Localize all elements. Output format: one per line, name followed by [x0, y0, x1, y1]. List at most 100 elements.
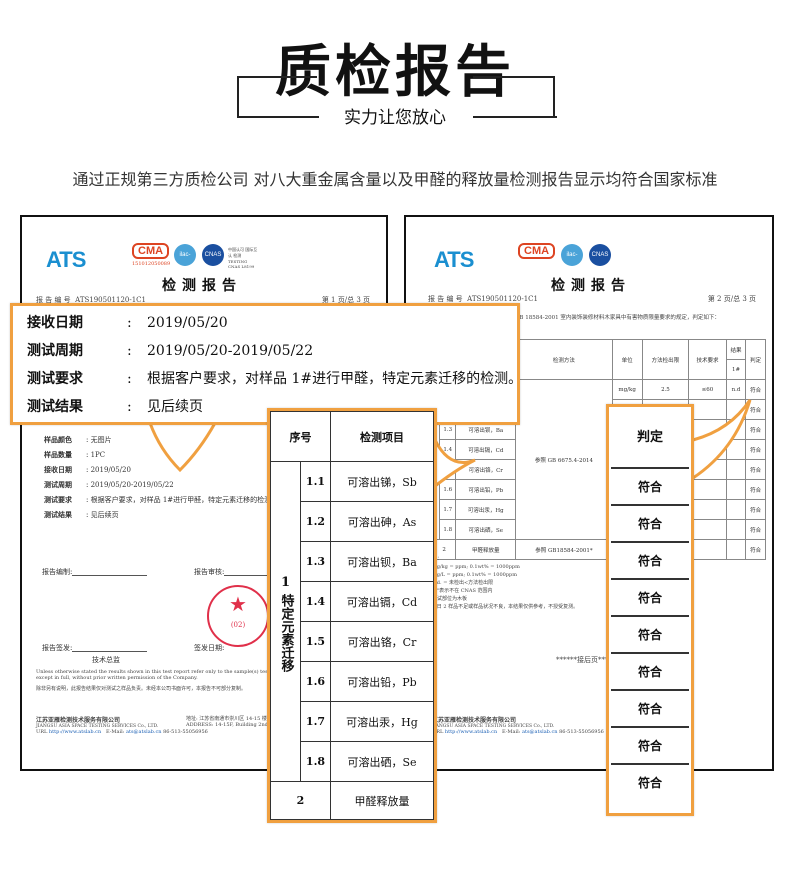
compiled-sign-line — [72, 575, 147, 576]
ats-logo: ATS — [434, 247, 474, 272]
cma-number: 151012050089 — [132, 261, 171, 267]
item-no: 1.2 — [300, 501, 331, 542]
bracket-right — [473, 76, 555, 118]
cnas-logo: CNAS — [202, 244, 224, 266]
item-no: 1.3 — [300, 541, 331, 582]
item-no: 1.6 — [300, 661, 331, 702]
item-name: 可溶出锑，Sb — [330, 461, 434, 502]
callout-row: 测试周期:2019/05/20-2019/05/22 — [27, 340, 313, 360]
page-number: 第 1 页/总 3 页 — [321, 296, 370, 304]
judge-value: 符合 — [611, 654, 689, 691]
field-row: 测试要求: 根据客户要求，对样品 1#进行甲醛，特定元素迁移的检测。 — [44, 495, 279, 504]
judge-value: 符合 — [611, 691, 689, 728]
page-title: 质检报告 — [275, 40, 515, 105]
cnas-note: 中国认可 国际互认 检测 TESTING CNAS L8199 — [228, 247, 258, 269]
company-stamp: ★ (02) — [207, 585, 269, 647]
item-no: 1.5 — [300, 621, 331, 662]
judge-value: 符合 — [611, 469, 689, 506]
item-no: 1.8 — [300, 741, 331, 782]
item-no: 1.7 — [300, 701, 331, 742]
item-name: 可溶出硒，Se — [330, 741, 434, 782]
ats-logo: ATS — [46, 247, 86, 272]
item-name: 可溶出钡，Ba — [330, 541, 434, 582]
footer-url[interactable]: http://www.atslab.cn — [444, 729, 498, 735]
header-item: 检测项目 — [330, 411, 434, 462]
bracket-right-bottom — [473, 116, 557, 118]
item-name: 可溶出铬，Cr — [330, 621, 434, 662]
continued-marker: ******接后页****** — [556, 656, 619, 664]
callout-label: 测试要求 — [27, 371, 83, 387]
item-name: 可溶出砷，As — [330, 501, 434, 542]
callout-label: 测试结果 — [27, 399, 83, 415]
judge-value: 符合 — [611, 543, 689, 580]
footer-email[interactable]: ats@atslab.cn — [521, 729, 558, 735]
judge-value: 符合 — [611, 506, 689, 543]
field-row: 测试结果: 见后续页 — [44, 510, 119, 519]
doc-title: 检测报告 — [551, 278, 631, 294]
page-subtitle: 实力让您放心 — [344, 108, 446, 128]
note-line: mg/L = ppm; 0.1wt% = 1000ppm — [432, 572, 517, 578]
callout-value: 2019/05/20-2019/05/22 — [147, 343, 314, 359]
field-row: 测试周期: 2019/05/20-2019/05/22 — [44, 480, 174, 489]
report-number: 报 告 编 号 ATS190501120-1C1 — [428, 295, 538, 303]
issued-sign-line — [72, 651, 147, 652]
note-line: 1 日 2 样品不足或样品状况不良，本结果仅供参考，不授受复测。 — [432, 604, 579, 610]
bracket-left-bottom — [237, 116, 319, 118]
field-row: 样品颜色: 无图片 — [44, 435, 112, 444]
callout-value: 根据客户要求，对样品 1#进行甲醛，特定元素迁移的检测。 — [147, 371, 523, 387]
note-line: "*"表示不在 CNAS 范围内 — [432, 588, 493, 594]
callout-value: 见后续页 — [147, 399, 203, 415]
sign-date-label: 签发日期: — [194, 644, 225, 652]
item-no: 1.4 — [300, 581, 331, 622]
doc-title: 检测报告 — [162, 278, 242, 294]
footer-company-en: JIANGSU ASIA SPACE TESTING SERVICES Co.,… — [36, 724, 159, 729]
conclusion-text: 所测项目符合 GB 6675.4-2014 和 GB 18584-2001 室内… — [426, 315, 720, 321]
ilac-logo: ilac-MRA — [561, 244, 583, 280]
header-no: 序号 — [270, 411, 331, 462]
field-row: 样品数量: 1PC — [44, 450, 106, 459]
callout-info: 接收日期:2019/05/20 测试周期:2019/05/20-2019/05/2… — [10, 303, 522, 425]
judgement-panel: 判定符合符合符合符合符合符合符合符合符合 — [606, 404, 694, 816]
note-line: 注： — [432, 556, 443, 562]
field-row: 接收日期: 2019/05/20 — [44, 465, 131, 474]
footer-company-cn: 江苏亚雁检测技术服务有限公司 — [36, 717, 121, 724]
report-number: 报 告 编 号 ATS190501120-1C1 — [36, 296, 146, 304]
reviewed-label: 报告审核: — [194, 568, 225, 576]
cma-logo: CMA — [518, 243, 556, 259]
intro-text: 通过正规第三方质检公司 对八大重金属含量以及甲醛的释放量检测报告显示均符合国家标… — [72, 170, 718, 189]
item-name: 可溶出汞，Hg — [330, 701, 434, 742]
items-header: 序号检测项目 — [270, 411, 434, 462]
callout-row: 测试结果:见后续页 — [27, 396, 203, 416]
callout-row: 接收日期:2019/05/20 — [27, 312, 228, 332]
disclaimer-en: Unless otherwise stated the results show… — [36, 669, 370, 681]
ilac-logo: ilac-MRA — [174, 244, 196, 280]
item-name: 可溶出镉，Cd — [330, 581, 434, 622]
judge-value: 符合 — [611, 728, 689, 765]
reviewed-sign-line — [224, 575, 284, 576]
cma-logo: CMA — [132, 243, 170, 259]
callout-value: 2019/05/20 — [147, 315, 228, 331]
report-page-2: ATS CMA ilac-MRA CNAS 检测报告 报 告 编 号 ATS19… — [404, 215, 774, 771]
footer-email[interactable]: ats@atslab.cn — [125, 729, 162, 735]
issued-role: 技术总监 — [92, 656, 120, 664]
footer-url[interactable]: http://www.atslab.cn — [48, 729, 102, 735]
callout-row: 测试要求:根据客户要求，对样品 1#进行甲醛，特定元素迁移的检测。 — [27, 368, 522, 388]
judge-value: 符合 — [637, 776, 662, 790]
compiled-label: 报告编制: — [42, 568, 73, 576]
footer-1: 江苏亚雁检测技术服务有限公司 JIANGSU ASIA SPACE TESTIN… — [36, 715, 376, 735]
callout-label: 接收日期 — [27, 315, 83, 331]
callout-label: 测试周期 — [27, 343, 83, 359]
cnas-logo: CNAS — [589, 244, 611, 266]
note-line: n.d. = 未检出<方法检出限 — [432, 580, 494, 586]
judge-value: 符合 — [611, 617, 689, 654]
